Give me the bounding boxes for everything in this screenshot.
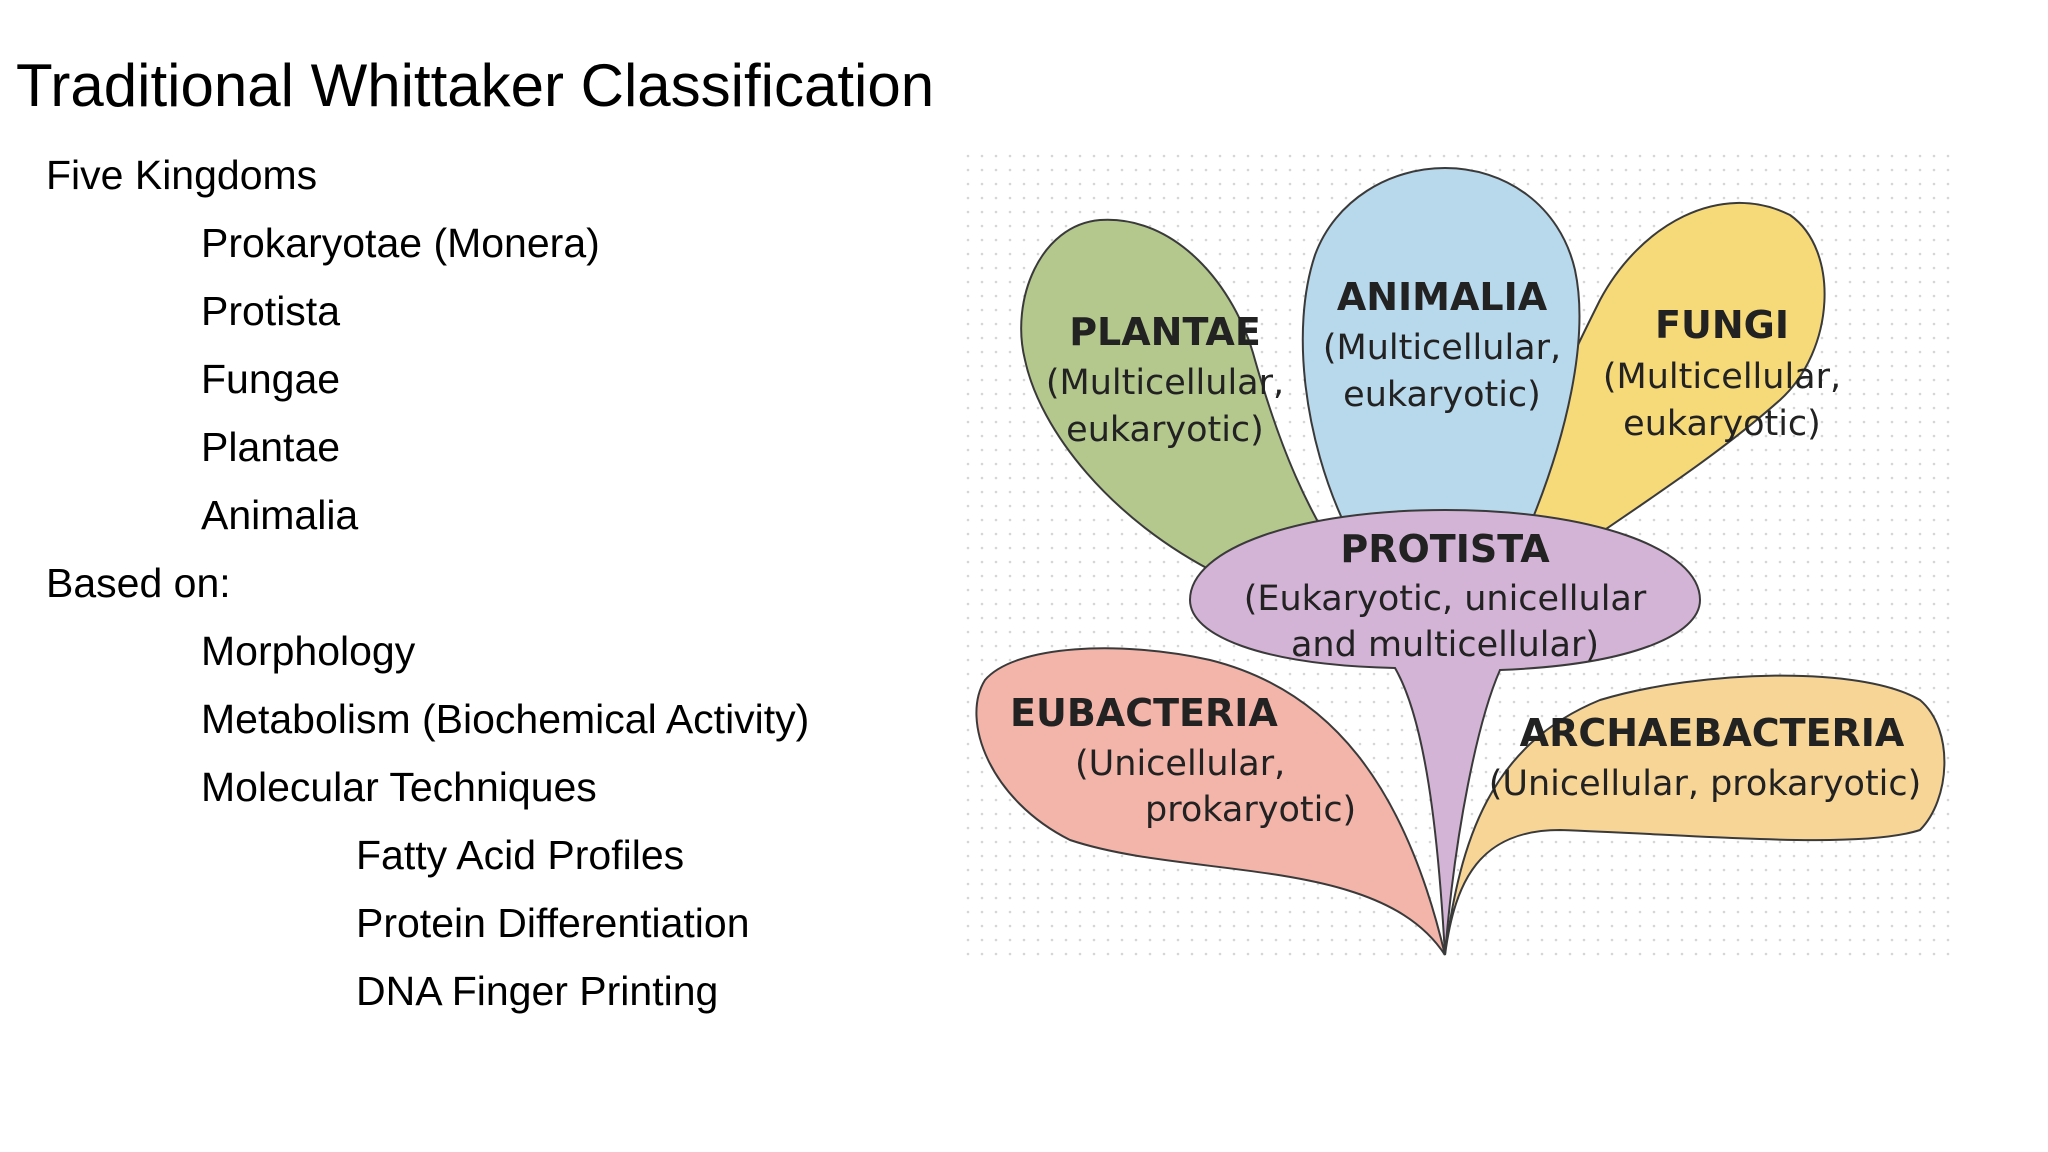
plantae-desc-line1: (Multicellular, — [1046, 363, 1284, 403]
archaebacteria-desc-line1: (Unicellular, prokaryotic) — [1489, 764, 1922, 804]
archaebacteria-petal — [1444, 674, 1946, 956]
protista-desc-line1: (Eukaryotic, unicellular — [1244, 579, 1647, 619]
fungi-desc-line2: eukaryotic) — [1623, 404, 1821, 444]
animalia-name: ANIMALIA — [1337, 275, 1548, 319]
outline-item-level-2: Protein Differentiation — [356, 900, 750, 946]
outline-item-level-1: Fungae — [201, 356, 341, 402]
label-protista: PROTISTA (Eukaryotic, unicellular and mu… — [1244, 527, 1647, 665]
outline-item-level-2: DNA Finger Printing — [356, 968, 719, 1014]
label-fungi: FUNGI (Multicellular, eukaryotic) — [1603, 303, 1841, 444]
outline-item-level-1: Plantae — [201, 424, 341, 470]
fungi-name: FUNGI — [1655, 303, 1789, 347]
outline-item-level-1: Prokaryotae (Monera) — [201, 220, 600, 266]
outline-item-level-1: Protista — [201, 288, 340, 334]
slide-title: Traditional Whittaker Classification — [16, 52, 935, 119]
protista-name: PROTISTA — [1340, 527, 1550, 571]
protista-petal — [1188, 508, 1702, 956]
plantae-name: PLANTAE — [1069, 310, 1261, 354]
eubacteria-desc-line1: (Unicellular, — [1075, 744, 1285, 784]
plantae-desc-line2: eukaryotic) — [1066, 410, 1264, 450]
outline-item-level-1: Molecular Techniques — [201, 764, 597, 810]
outline-item-level-1: Animalia — [201, 492, 359, 538]
outline-item-level-0: Five Kingdoms — [46, 152, 318, 198]
label-archaebacteria: ARCHAEBACTERIA (Unicellular, prokaryotic… — [1489, 711, 1922, 804]
outline-item-level-0: Based on: — [46, 560, 231, 606]
archaebacteria-name: ARCHAEBACTERIA — [1520, 711, 1905, 755]
eubacteria-name: EUBACTERIA — [1010, 691, 1278, 735]
label-animalia: ANIMALIA (Multicellular, eukaryotic) — [1323, 275, 1561, 415]
eubacteria-desc-line2: prokaryotic) — [1145, 790, 1356, 830]
protista-desc-line2: and multicellular) — [1291, 625, 1599, 665]
outline-item-level-1: Metabolism (Biochemical Activity) — [201, 696, 810, 742]
five-kingdom-diagram: PLANTAE (Multicellular, eukaryotic) ANIM… — [960, 150, 1955, 960]
label-plantae: PLANTAE (Multicellular, eukaryotic) — [1046, 310, 1284, 450]
outline-item-level-1: Morphology — [201, 628, 416, 674]
fungi-desc-line1: (Multicellular, — [1603, 357, 1841, 397]
label-eubacteria: EUBACTERIA (Unicellular, prokaryotic) — [1010, 691, 1356, 830]
eubacteria-petal — [975, 647, 1446, 956]
outline-item-level-2: Fatty Acid Profiles — [356, 832, 685, 878]
animalia-desc-line1: (Multicellular, — [1323, 328, 1561, 368]
animalia-desc-line2: eukaryotic) — [1343, 375, 1541, 415]
